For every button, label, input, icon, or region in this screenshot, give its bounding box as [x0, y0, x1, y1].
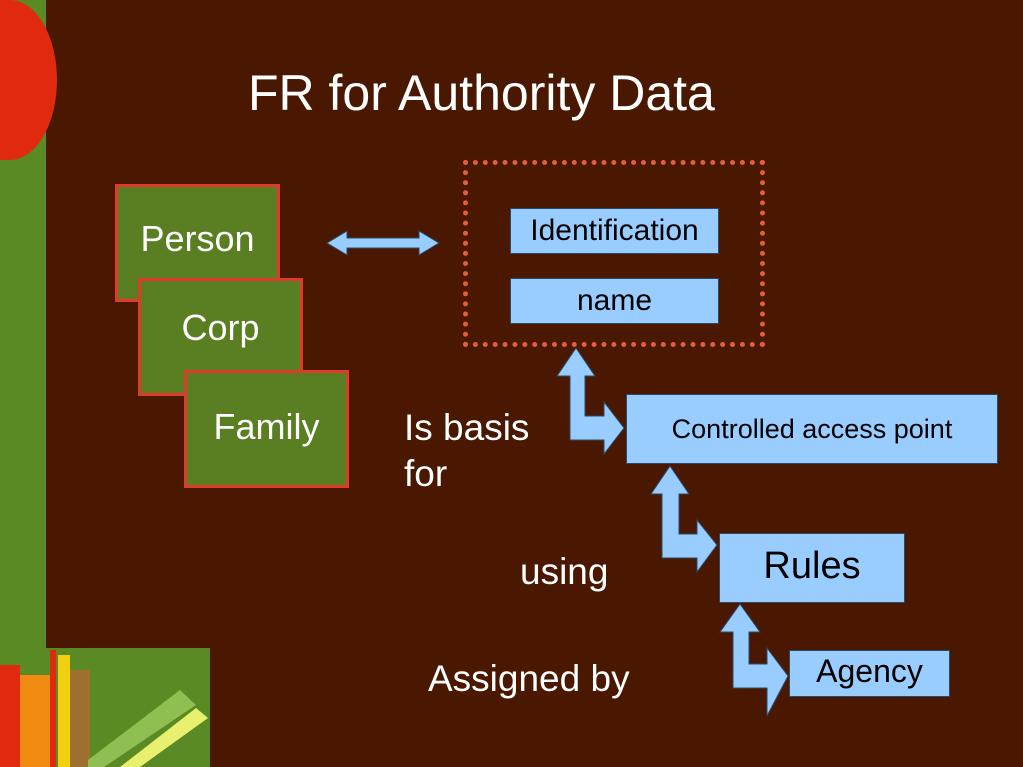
slide-title: FR for Authority Data [0, 64, 1023, 124]
entity-family-label: Family [213, 405, 320, 447]
title-text: FR for Authority Data [248, 65, 715, 121]
identification-label: Identification [530, 214, 699, 247]
entity-family: Family [184, 370, 349, 488]
name-label: name [576, 284, 653, 317]
agency-label: Agency [816, 653, 923, 689]
rules-label: Rules [763, 544, 861, 587]
label-assigned-by: Assigned by [428, 658, 630, 699]
name-box: name [510, 278, 719, 324]
controlled-access-point-box: Controlled access point [626, 394, 998, 464]
label-for: for [404, 453, 448, 494]
attribute-group [463, 160, 765, 347]
entity-corp-label: Corp [181, 307, 260, 348]
controlled-access-point-label: Controlled access point [671, 413, 953, 444]
rules-box: Rules [719, 533, 905, 603]
agency-box: Agency [789, 650, 950, 697]
entity-person-label: Person [140, 218, 255, 259]
double-arrow-icon [326, 230, 440, 256]
label-is-basis: Is basis [404, 407, 530, 448]
label-is-basis-for: Is basis for [404, 405, 529, 497]
identification-box: Identification [510, 208, 719, 254]
label-using: using [520, 551, 609, 592]
